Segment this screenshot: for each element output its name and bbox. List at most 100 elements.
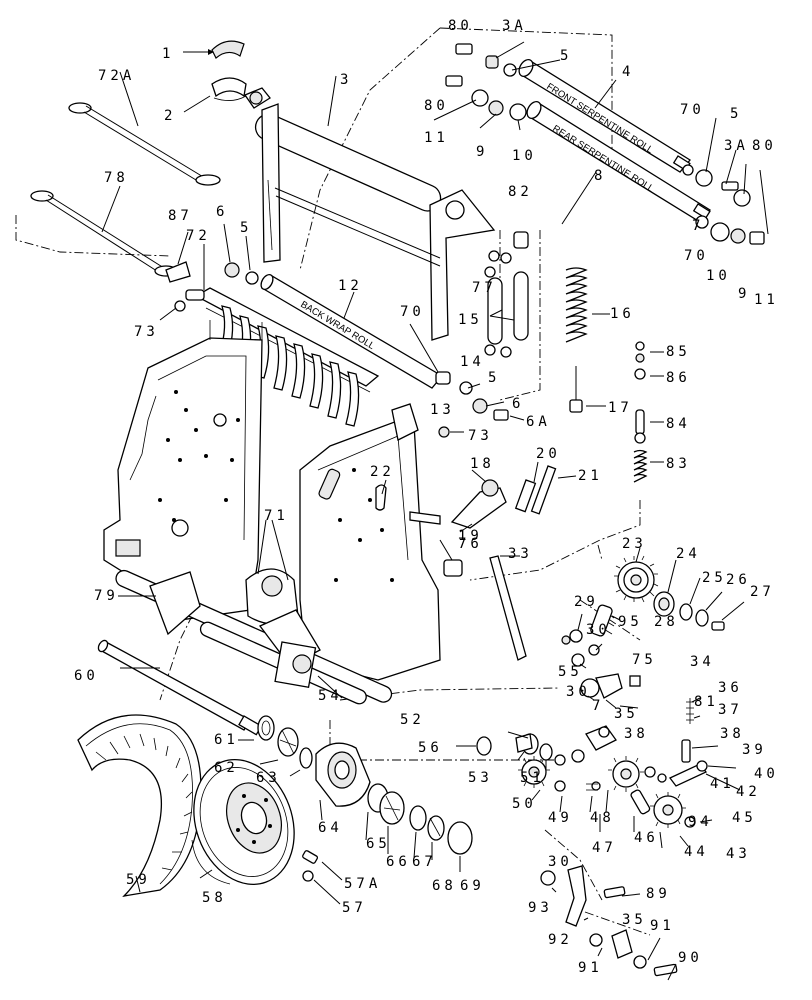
callout-label-c80_b: 80: [424, 98, 449, 114]
callout-label-c51: 51: [520, 770, 545, 786]
callout-label-c5_top: 5: [560, 48, 572, 64]
callout-label-c52: 52: [400, 712, 425, 728]
callout-label-c7_m: 7: [592, 698, 604, 714]
callout-label-c10_r: 10: [706, 268, 731, 284]
callout-label-c12: 12: [338, 278, 363, 294]
callout-label-c58: 58: [202, 890, 227, 906]
callout-label-c2: 2: [164, 108, 176, 124]
callout-label-c71: 71: [264, 508, 289, 524]
chain-tensioner-parts: [561, 604, 641, 709]
tie-rod-72a: [68, 71, 221, 186]
callout-label-c73_m: 73: [468, 428, 493, 444]
callout-label-c5_r: 5: [730, 106, 742, 122]
callout-label-c28: 28: [654, 614, 679, 630]
callout-label-c89: 89: [646, 886, 671, 902]
tie-rod-78: [30, 185, 178, 277]
callout-label-c46: 46: [634, 830, 659, 846]
link-assembly-15: [484, 231, 529, 358]
drive-sprocket-23: [614, 547, 659, 603]
callout-label-c6a: 6A: [526, 414, 551, 430]
callout-label-c87: 87: [168, 208, 193, 224]
callout-label-c57: 57: [342, 900, 367, 916]
callout-label-c42: 42: [736, 784, 761, 800]
wheel-rim-58: [191, 759, 295, 885]
wheel-hub-assembly: [238, 715, 473, 872]
callout-label-c34: 34: [690, 654, 715, 670]
callout-label-c16: 16: [610, 306, 635, 322]
callout-label-c81: 81: [694, 694, 719, 710]
callout-label-c93: 93: [528, 900, 553, 916]
callout-label-c80_top: 80: [448, 18, 473, 34]
callout-label-c56: 56: [418, 740, 443, 756]
callout-label-c10_l: 10: [512, 148, 537, 164]
callout-label-c1: 1: [162, 46, 174, 62]
callout-label-c37: 37: [718, 702, 743, 718]
callout-label-c83: 83: [666, 456, 691, 472]
callout-label-c55: 55: [558, 664, 583, 680]
callout-label-c73_l: 73: [134, 324, 159, 340]
callout-label-c86: 86: [666, 370, 691, 386]
callout-label-c75: 75: [632, 652, 657, 668]
callout-label-c14: 14: [460, 354, 485, 370]
bracket-18-19-20-21: [450, 461, 577, 533]
callout-label-c85: 85: [666, 344, 691, 360]
callout-label-c77: 77: [472, 280, 497, 296]
callout-label-c20: 20: [536, 446, 561, 462]
callout-label-c3: 3: [340, 72, 352, 88]
callout-label-c33: 33: [508, 546, 533, 562]
callout-label-c35_b: 35: [622, 912, 647, 928]
callout-label-c24: 24: [676, 546, 701, 562]
callout-label-c30_c: 30: [548, 854, 573, 870]
callout-label-c19: 19: [458, 528, 483, 544]
small-hardware-left: [159, 223, 259, 321]
main-side-frame-right: [299, 403, 463, 681]
callout-label-c60: 60: [74, 668, 99, 684]
callout-label-c84: 84: [666, 416, 691, 432]
callout-label-c68: 68: [432, 878, 457, 894]
callout-label-c72a: 72A: [98, 68, 135, 84]
callout-label-c65: 65: [366, 836, 391, 852]
callout-label-c64: 64: [318, 820, 343, 836]
callout-label-c26: 26: [726, 572, 751, 588]
axle-shaft-60: [97, 639, 263, 736]
callout-label-c53: 53: [468, 770, 493, 786]
tire-59: [77, 714, 202, 897]
callout-label-c70_m: 70: [400, 304, 425, 320]
callout-label-c39: 39: [742, 742, 767, 758]
callout-label-c4: 4: [622, 64, 634, 80]
roll-bearings-top: [433, 41, 769, 245]
spring-parts-84-85-86-83: [633, 341, 664, 483]
upper-frame-part-3: [244, 75, 496, 341]
callout-label-c72: 72: [186, 228, 211, 244]
callout-label-c38_a: 38: [624, 726, 649, 742]
callout-label-c18: 18: [470, 456, 495, 472]
callout-label-c35_a: 35: [614, 706, 639, 722]
callout-label-c63: 63: [256, 770, 281, 786]
wheel-bolts-57: [302, 850, 343, 905]
callout-label-c27: 27: [750, 584, 775, 600]
callout-label-c9_r: 9: [738, 286, 750, 302]
callout-label-c11_l: 11: [424, 130, 449, 146]
callout-label-c43: 43: [726, 846, 751, 862]
lower-sprocket-assembly: [518, 725, 713, 849]
callout-label-c44: 44: [684, 844, 709, 860]
callout-label-c5_l: 5: [240, 220, 252, 236]
callout-label-c50: 50: [512, 796, 537, 812]
callout-label-c30_b: 30: [566, 684, 591, 700]
callout-label-c91_b: 91: [578, 960, 603, 976]
callout-label-c3a_top: 3A: [502, 18, 527, 34]
callout-label-c59: 59: [126, 872, 151, 888]
callout-label-c92: 92: [548, 932, 573, 948]
callout-label-c70_tr: 70: [680, 102, 705, 118]
callout-label-c22: 22: [370, 464, 395, 480]
callout-label-c6_l: 6: [216, 204, 228, 220]
callout-label-c94: 94: [688, 814, 713, 830]
callout-label-c49: 49: [548, 810, 573, 826]
callout-label-c57a: 57A: [344, 876, 381, 892]
bottom-bracket-92: [540, 865, 678, 981]
callout-label-c38_b: 38: [720, 726, 745, 742]
callout-label-c67: 67: [412, 854, 437, 870]
bracket-part-1: [183, 40, 245, 59]
